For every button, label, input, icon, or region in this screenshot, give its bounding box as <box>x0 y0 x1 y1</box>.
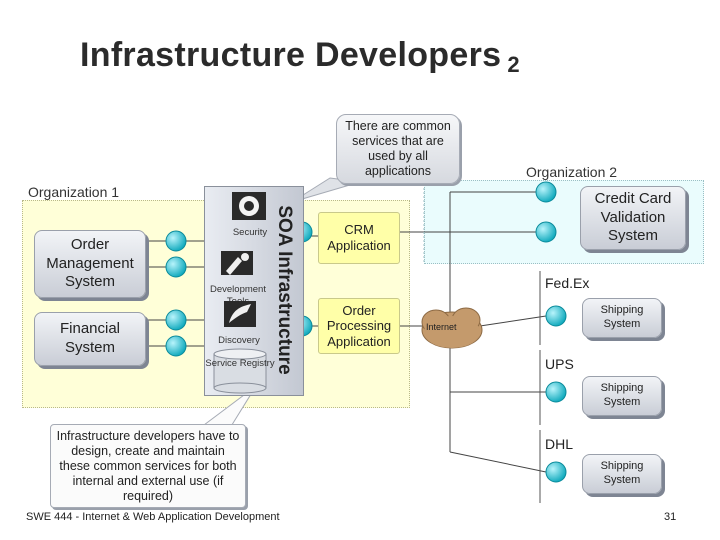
crm-application[interactable]: CRM Application <box>318 212 400 264</box>
ups-shipping-system[interactable]: Shipping System <box>582 376 662 416</box>
dhl-shipping-system-label: Shipping System <box>600 460 644 486</box>
credit-card-validation-system[interactable]: Credit Card Validation System <box>580 186 686 250</box>
carrier-ups-label: UPS <box>545 356 574 372</box>
callout-infrastructure-developers-text: Infrastructure developers have to design… <box>56 429 240 503</box>
callout-common-services-text: There are common services that are used … <box>345 119 451 178</box>
development-tools-icon <box>221 251 253 275</box>
callout-infrastructure-developers: Infrastructure developers have to design… <box>50 424 246 508</box>
fedex-shipping-system-label: Shipping System <box>600 304 644 330</box>
discovery-icon <box>224 301 256 327</box>
carrier-fedex-label: Fed.Ex <box>545 275 590 291</box>
order-processing-application-label: Order Processing Application <box>326 302 392 349</box>
ups-shipping-system-label: Shipping System <box>600 382 644 408</box>
internet-cloud-icon <box>421 307 483 349</box>
database-icon <box>213 348 267 394</box>
fedex-shipping-system[interactable]: Shipping System <box>582 298 662 338</box>
service-security[interactable]: Security <box>214 190 286 239</box>
credit-card-validation-system-label: Credit Card Validation System <box>594 189 672 245</box>
page-number: 31 <box>664 511 677 523</box>
order-processing-application[interactable]: Order Processing Application <box>318 298 400 354</box>
security-icon <box>232 192 266 220</box>
service-discovery-label: Discovery <box>218 335 260 346</box>
service-security-label: Security <box>232 227 268 238</box>
slide-title-text: Infrastructure Developers <box>80 36 502 74</box>
service-registry-label: Service Registry <box>205 358 275 369</box>
internet-label: Internet <box>426 322 457 332</box>
crm-application-label: CRM Application <box>327 222 391 253</box>
financial-system-label: Financial System <box>59 320 121 356</box>
carrier-dhl-label: DHL <box>545 436 574 452</box>
slide-title-number: 2 <box>507 52 520 77</box>
callout-common-services: There are common services that are used … <box>336 114 460 184</box>
service-discovery[interactable]: Discovery <box>203 298 275 347</box>
dhl-shipping-system[interactable]: Shipping System <box>582 454 662 494</box>
financial-system[interactable]: Financial System <box>34 312 146 366</box>
order-management-system-label: Order Management System <box>46 235 134 291</box>
organization2-label: Organization 2 <box>526 164 618 180</box>
slide-footer: SWE 444 - Internet & Web Application Dev… <box>26 511 280 523</box>
organization1-label: Organization 1 <box>28 184 120 200</box>
order-management-system[interactable]: Order Management System <box>34 230 146 298</box>
service-registry[interactable]: Service Registry <box>205 348 275 394</box>
